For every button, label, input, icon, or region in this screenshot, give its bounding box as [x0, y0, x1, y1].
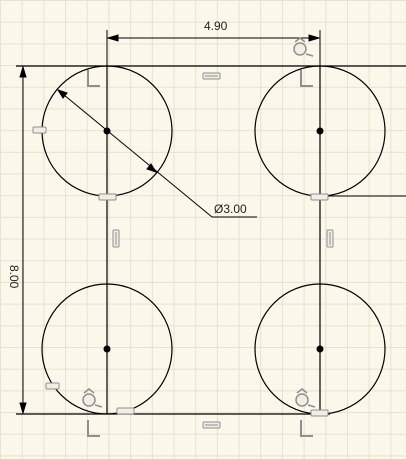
center-point-bottom-left[interactable] — [103, 345, 111, 353]
circle-bottom-left[interactable] — [41, 283, 173, 415]
vertical-constraint-icon[interactable] — [326, 229, 334, 248]
fix-constraint-icon[interactable] — [293, 37, 314, 57]
horizontal-dimension[interactable] — [106, 30, 321, 66]
arrowhead-bottom — [19, 402, 27, 415]
coincident-constraint-icon[interactable] — [87, 70, 100, 87]
vertical-constraint-icon[interactable] — [45, 382, 60, 390]
sketch-rectangle[interactable] — [16, 65, 406, 415]
horizontal-constraint-icon[interactable] — [116, 407, 135, 415]
horizontal-constraint-icon[interactable] — [310, 193, 329, 201]
vertical-dimension[interactable] — [19, 65, 27, 415]
arrowhead-right — [308, 34, 321, 42]
diameter-dimension[interactable] — [56, 89, 257, 218]
arrowhead-left — [106, 34, 119, 42]
horizontal-constraint-icon[interactable] — [202, 421, 221, 429]
vertical-constraint-icon[interactable] — [32, 126, 47, 134]
center-point-top-right[interactable] — [316, 127, 324, 135]
coincident-constraint-icon[interactable] — [300, 420, 313, 437]
arrowhead-diameter-upper — [56, 89, 68, 99]
horizontal-constraint-icon[interactable] — [98, 193, 117, 201]
arrowhead-top — [19, 65, 27, 78]
center-point-bottom-right[interactable] — [316, 345, 324, 353]
fix-constraint-icon[interactable] — [82, 388, 103, 408]
diameter-leader-line — [57, 89, 213, 218]
vertical-dimension-value[interactable]: 8.00 — [7, 265, 21, 289]
horizontal-dimension-value[interactable]: 4.90 — [204, 19, 228, 33]
vertical-constraint-icon[interactable] — [112, 229, 120, 248]
horizontal-constraint-icon[interactable] — [202, 72, 221, 80]
arrowhead-diameter-lower — [146, 163, 158, 173]
diameter-dimension-value[interactable]: Ø3.00 — [214, 202, 247, 216]
horizontal-constraint-icon[interactable] — [310, 409, 329, 417]
coincident-constraint-icon[interactable] — [87, 420, 100, 437]
coincident-constraint-icon[interactable] — [300, 70, 313, 87]
fix-constraint-icon[interactable] — [295, 388, 316, 408]
